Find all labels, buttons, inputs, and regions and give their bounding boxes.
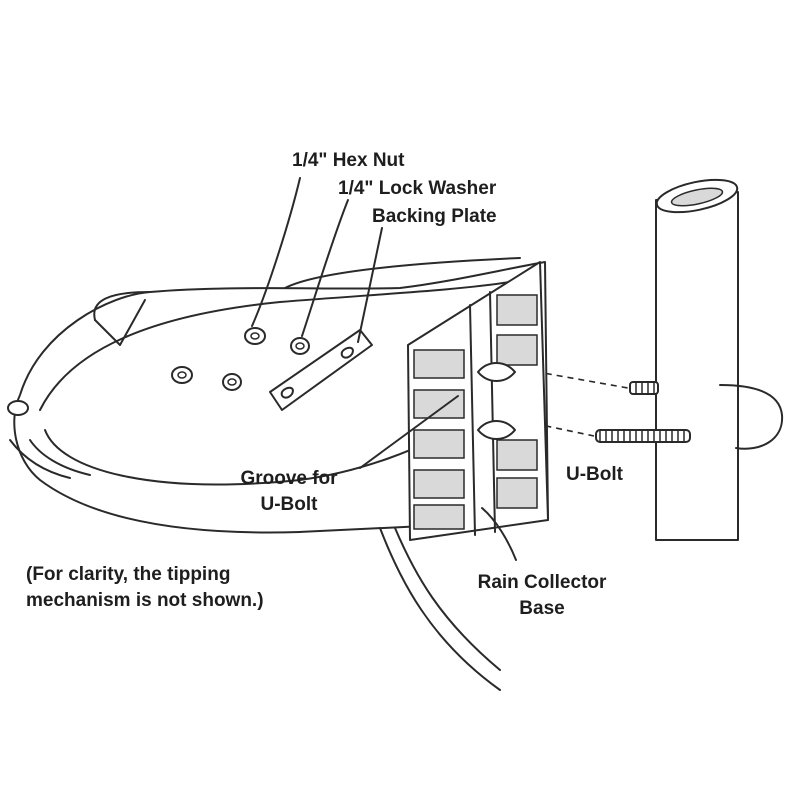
groove-label-line1: Groove for xyxy=(240,468,338,489)
groove-label: Groove for U-Bolt xyxy=(214,466,364,518)
u-bolt-label: U-Bolt xyxy=(566,464,623,485)
backing-plate-label: Backing Plate xyxy=(372,206,497,227)
base-label-line2: Base xyxy=(519,598,565,619)
hex-nut-label: 1/4" Hex Nut xyxy=(292,150,405,171)
backing-plate-part xyxy=(269,329,373,411)
u-bolt-part xyxy=(595,381,784,450)
base-label-line1: Rain Collector xyxy=(477,572,607,593)
mounting-pole xyxy=(655,178,739,541)
rain-collector-base-bracket xyxy=(407,261,549,541)
lock-washer-label: 1/4" Lock Washer xyxy=(338,178,497,199)
clarity-note-line1: (For clarity, the tipping xyxy=(26,564,231,585)
hardware-nuts-washers xyxy=(171,327,310,391)
groove-label-line2: U-Bolt xyxy=(260,494,318,515)
clarity-note: (For clarity, the tipping mechanism is n… xyxy=(26,562,264,614)
clarity-note-line2: mechanism is not shown.) xyxy=(26,590,264,611)
rain-collector-base-label: Rain Collector Base xyxy=(452,570,632,622)
leader-lines xyxy=(251,177,517,561)
